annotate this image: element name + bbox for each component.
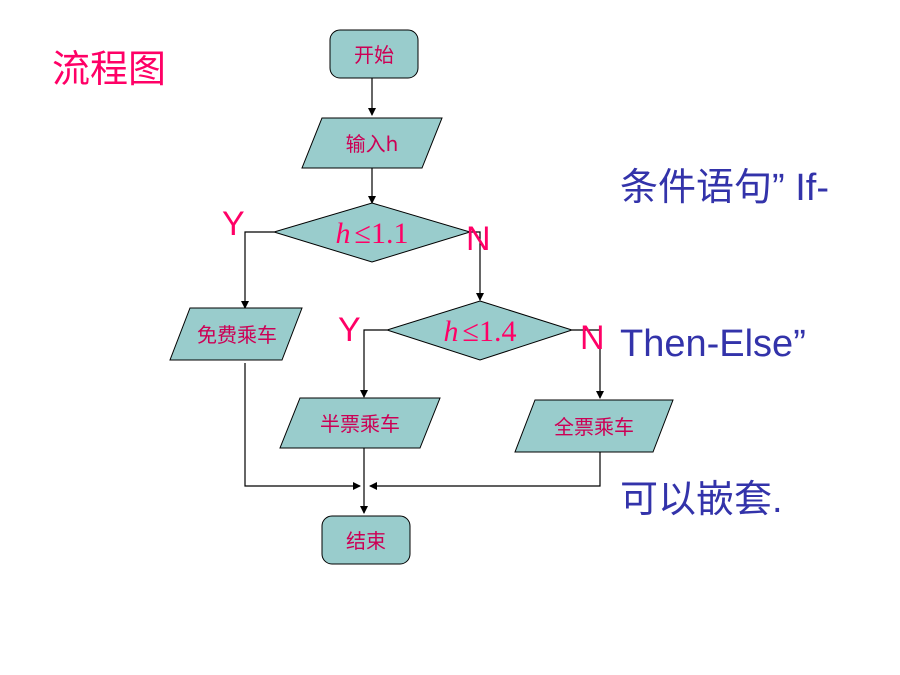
- condition-1-label: h≤1.1: [336, 217, 409, 250]
- note-line-2: Then-Else”: [620, 323, 806, 365]
- cond2-yes-label: Y: [338, 311, 361, 349]
- condition-2-op: ≤: [463, 315, 479, 348]
- edge-cond1-yes: [241, 231, 274, 309]
- end-node: 结束: [321, 515, 411, 565]
- condition-1-op: ≤: [355, 217, 371, 250]
- edge-cond1-no: [470, 231, 484, 301]
- edge-cond2-yes: [360, 329, 387, 398]
- note-line-3: 可以嵌套.: [620, 479, 783, 521]
- condition-1-var: h: [336, 217, 351, 250]
- start-label: 开始: [354, 43, 394, 67]
- page-title: 流程图: [52, 47, 167, 91]
- half-fare-node: 半票乘车: [279, 397, 441, 449]
- condition-1: h≤1.1: [272, 202, 472, 263]
- free-ride-node: 免费乘车: [169, 307, 303, 361]
- half-fare-label: 半票乘车: [320, 412, 400, 436]
- cond2-no-label: N: [580, 319, 605, 357]
- end-label: 结束: [346, 529, 386, 553]
- input-node: 输入h: [301, 117, 443, 169]
- connectors: [241, 78, 604, 514]
- condition-2-value: 1.4: [479, 315, 517, 348]
- cond1-no-label: N: [466, 220, 491, 258]
- condition-2: h≤1.4: [385, 300, 574, 361]
- edge-cond2-no: [572, 329, 604, 399]
- condition-1-value: 1.1: [371, 217, 409, 250]
- full-fare-label: 全票乘车: [554, 415, 634, 439]
- note-text: 条件语句” If- Then-Else” 可以嵌套.: [620, 58, 829, 578]
- input-label: 输入h: [346, 132, 399, 156]
- edge-full-end: [369, 452, 601, 490]
- cond1-yes-label: Y: [222, 205, 245, 243]
- note-line-1: 条件语句” If-: [620, 167, 829, 209]
- condition-2-var: h: [444, 315, 459, 348]
- condition-2-label: h≤1.4: [444, 315, 517, 348]
- start-node: 开始: [329, 29, 419, 79]
- free-ride-label: 免费乘车: [197, 323, 277, 347]
- full-fare-node: 全票乘车: [514, 399, 674, 453]
- edge-free-end: [244, 363, 361, 490]
